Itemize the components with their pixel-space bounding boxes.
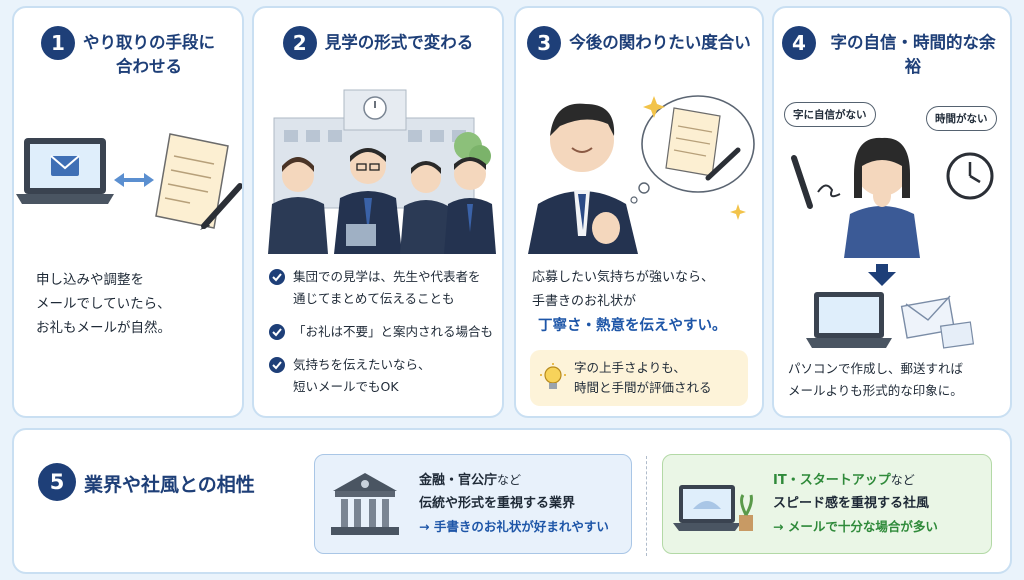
clock-icon (946, 152, 994, 200)
highlight-text: 丁寧さ・熱意を伝えやすい。 (538, 318, 727, 334)
tip-box: 字の上手さよりも、 時間と手間が評価される (530, 350, 748, 406)
laptop-icon (16, 138, 114, 204)
traditional-industry-box: 金融・官公庁など 伝統や形式を重視する業界 → 手書きのお礼状が好まれやすい (314, 454, 632, 554)
step-number-badge: 3 (527, 26, 562, 60)
box-line: スピード感を重視する社風 (773, 496, 930, 511)
worried-student-illustration (791, 137, 994, 349)
box-lead: IT・スタートアップ (773, 473, 891, 488)
step-number-badge: 5 (38, 463, 76, 501)
box-text: 金融・官公庁など 伝統や形式を重視する業界 → 手書きのお礼状が好まれやすい (419, 469, 609, 538)
list-item-text: 集団での見学は、先生や代表者を 通じてまとめて伝えることも (293, 269, 481, 306)
laptop-plant-icon (673, 485, 753, 531)
box-arrow-text: → 手書きのお礼状が好まれやすい (419, 519, 609, 534)
school-building-icon (273, 89, 491, 209)
box-lead-suffix: など (497, 473, 522, 487)
card-title: 字の自信・時間的な余裕 (830, 33, 996, 76)
card-header: 1 やり取りの手段に 合わせる (14, 26, 242, 79)
checklist: 集団での見学は、先生や代表者を 通じてまとめて伝えることも 「お礼は不要」と案内… (268, 266, 496, 409)
school-group-illustration (268, 89, 496, 254)
step-number-badge: 4 (782, 26, 816, 60)
card-body-text: パソコンで作成し、郵送すれば メールよりも形式的な印象に。 (788, 361, 964, 398)
section-divider (646, 456, 647, 556)
startup-industry-box: IT・スタートアップなど スピード感を重視する社風 → メールで十分な場合が多い (662, 454, 992, 554)
list-item-text: 気持ちを伝えたいなら、 短いメールでもOK (293, 357, 431, 394)
card-header: 3 今後の関わりたい度合い (516, 26, 762, 60)
card-body-text: 応募したい気持ちが強いなら、 手書きのお礼状が (532, 270, 715, 309)
student-thinking-illustration (528, 95, 755, 254)
laptop-icon (806, 292, 892, 348)
thought-bubble-no-time: 時間がない (926, 106, 997, 131)
list-item: 気持ちを伝えたいなら、 短いメールでもOK (268, 354, 496, 398)
envelope-icon (900, 295, 975, 349)
students-teacher-icon (268, 148, 496, 254)
sparkle-icon (730, 204, 746, 220)
thought-bubble-no-confidence: 字に自信がない (784, 102, 876, 127)
card-body-text: 申し込みや調整を メールでしていたら、 お礼もメールが自然。 (36, 272, 171, 336)
card-header: 4 字の自信・時間的な余裕 (774, 26, 1010, 79)
arrow-down-icon (868, 264, 896, 286)
double-arrow-icon (114, 173, 154, 187)
card-title: 今後の関わりたい度合い (569, 33, 751, 52)
letter-pen-icon (155, 133, 242, 230)
step-number-badge: 1 (41, 26, 75, 60)
card-industry-fit: 5 業界や社風との相性 金融・官公庁など 伝統や形式を重視する業界 → 手書きの… (12, 428, 1012, 574)
card-title: 業界や社風との相性 (84, 474, 255, 496)
check-circle-icon (269, 324, 285, 340)
card-header: 2 見学の形式で変わる (254, 26, 502, 60)
card-communication-method: 1 やり取りの手段に 合わせる 申し込みや調整を メールでしていたら、 お礼もメ… (12, 6, 244, 418)
bank-building-icon (331, 473, 399, 535)
light-bulb-icon (540, 363, 566, 389)
student-icon (528, 103, 638, 254)
list-item: 「お礼は不要」と案内される場合も (268, 321, 496, 343)
box-line: 伝統や形式を重視する業界 (419, 496, 576, 511)
box-lead: 金融・官公庁 (419, 473, 498, 488)
list-item: 集団での見学は、先生や代表者を 通じてまとめて伝えることも (268, 266, 496, 310)
tip-text: 字の上手さよりも、 時間と手間が評価される (574, 360, 712, 395)
pen-icon (791, 155, 841, 209)
card-future-involvement: 3 今後の関わりたい度合い 応募したい気持ちが強いなら、 手書きのお礼状が 丁寧… (514, 6, 764, 418)
card-visit-format: 2 見学の形式で変わる (252, 6, 504, 418)
worried-student-icon (844, 137, 920, 258)
check-circle-icon (269, 269, 285, 285)
box-lead-suffix: など (890, 473, 915, 487)
box-arrow-text: → メールで十分な場合が多い (773, 519, 938, 534)
check-circle-icon (269, 357, 285, 373)
card-title: やり取りの手段に 合わせる (83, 33, 215, 76)
thought-bubble-icon (630, 95, 755, 204)
list-item-text: 「お礼は不要」と案内される場合も (293, 324, 494, 339)
sparkle-icon (643, 96, 665, 118)
box-text: IT・スタートアップなど スピード感を重視する社風 → メールで十分な場合が多い (773, 469, 938, 538)
card-confidence-time: 4 字の自信・時間的な余裕 字に自信がない 時間がない (772, 6, 1012, 418)
laptop-letter-illustration (16, 133, 242, 230)
card-title: 見学の形式で変わる (324, 33, 474, 52)
step-number-badge: 2 (282, 26, 317, 60)
